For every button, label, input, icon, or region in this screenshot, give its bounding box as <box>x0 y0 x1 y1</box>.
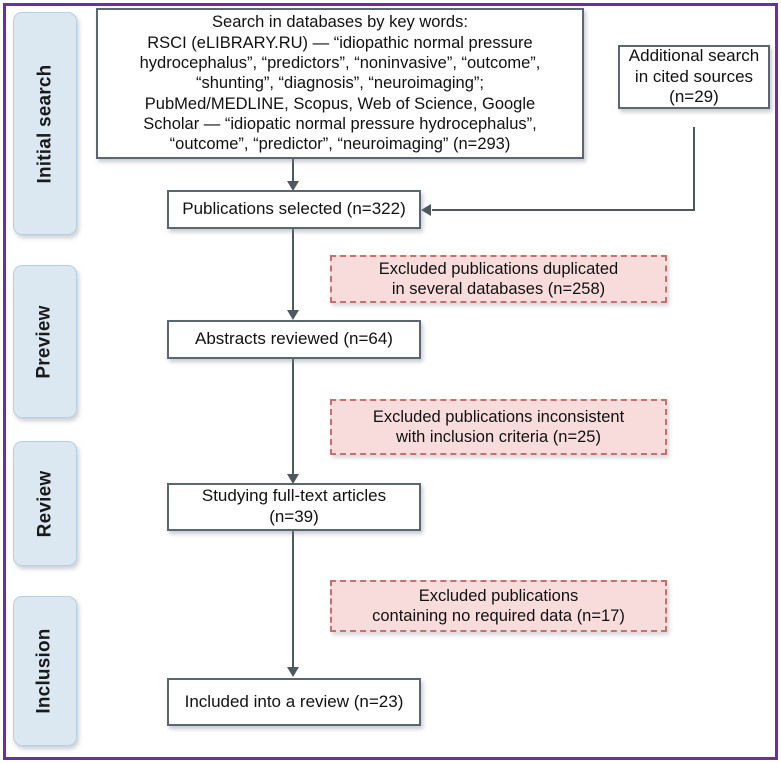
stage-label-inclusion: Inclusion <box>34 628 56 714</box>
connector-selected-to-abstracts <box>292 228 294 313</box>
stage-box-review: Review <box>13 441 77 566</box>
box-included-into-review: Included into a review (n=23) <box>167 678 421 726</box>
arrowhead-fulltext-to-included <box>287 667 299 677</box>
box-publications-selected: Publications selected (n=322) <box>167 190 421 229</box>
stage-label-preview: Preview <box>34 304 56 379</box>
connector-search-to-selected <box>292 158 294 184</box>
box-additional-search-text: Additional search in cited sources (n=29… <box>628 45 760 107</box>
box-excluded-duplicated: Excluded publications duplicated in seve… <box>330 255 667 303</box>
arrowhead-search-to-selected <box>287 181 299 191</box>
box-full-text-articles: Studying full-text articles (n=39) <box>167 483 421 531</box>
connector-additional-horizontal <box>432 209 695 211</box>
box-excluded-duplicated-text: Excluded publications duplicated in seve… <box>378 259 619 298</box>
box-excluded-inconsistent-text: Excluded publications inconsistent with … <box>372 407 625 446</box>
box-excluded-no-data: Excluded publications containing no requ… <box>330 580 667 632</box>
arrowhead-selected-to-abstracts <box>287 310 299 320</box>
stage-box-preview: Preview <box>13 265 77 418</box>
stage-label-initial-search: Initial search <box>34 64 55 183</box>
arrowhead-abstracts-to-fulltext <box>287 474 299 484</box>
connector-abstracts-to-fulltext <box>292 359 294 478</box>
box-publications-selected-text: Publications selected (n=322) <box>182 199 406 219</box>
box-excluded-no-data-text: Excluded publications containing no requ… <box>372 586 625 625</box>
connector-fulltext-to-included <box>292 530 294 670</box>
box-search-databases: Search in databases by key words: RSCI (… <box>96 8 584 159</box>
arrowhead-additional-to-selected <box>421 204 431 216</box>
box-included-into-review-text: Included into a review (n=23) <box>184 691 404 711</box>
box-abstracts-reviewed-text: Abstracts reviewed (n=64) <box>195 329 393 349</box>
connector-additional-vertical <box>693 127 695 210</box>
box-additional-search: Additional search in cited sources (n=29… <box>618 45 770 109</box>
stage-box-initial-search: Initial search <box>13 12 77 235</box>
box-full-text-articles-text: Studying full-text articles (n=39) <box>201 486 387 526</box>
box-excluded-inconsistent: Excluded publications inconsistent with … <box>330 399 667 455</box>
stage-box-inclusion: Inclusion <box>13 596 77 746</box>
stage-label-review: Review <box>34 470 55 537</box>
box-search-databases-text: Search in databases by key words: RSCI (… <box>139 13 541 154</box>
box-abstracts-reviewed: Abstracts reviewed (n=64) <box>167 320 421 359</box>
